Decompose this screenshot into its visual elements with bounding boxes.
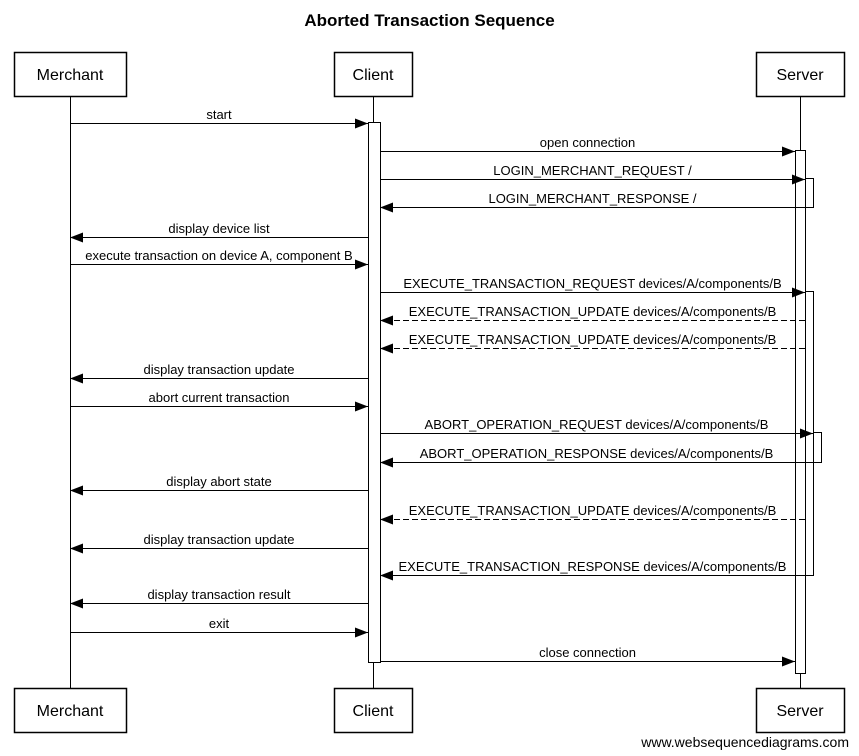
- activation-bar-client: [368, 122, 381, 663]
- actor-box-client-top: [333, 51, 414, 98]
- message-arrowhead-icon: [380, 315, 393, 326]
- activation-bar-server: [805, 178, 814, 208]
- message-label: open connection: [540, 135, 635, 150]
- message-label: display transaction update: [143, 532, 294, 547]
- actor-box-server-top: [755, 51, 846, 98]
- message-arrowhead-icon: [70, 232, 83, 243]
- message-label: display transaction result: [147, 587, 290, 602]
- watermark-text: www.websequencediagrams.com: [641, 734, 849, 750]
- message-label: close connection: [539, 645, 636, 660]
- message-arrowhead-icon: [800, 428, 813, 439]
- message-label: LOGIN_MERCHANT_RESPONSE /: [488, 191, 696, 206]
- message-arrowhead-icon: [355, 259, 368, 270]
- message-arrowhead-icon: [380, 514, 393, 525]
- message-arrowhead-icon: [70, 373, 83, 384]
- message-label: abort current transaction: [149, 390, 290, 405]
- message-label: ABORT_OPERATION_REQUEST devices/A/compon…: [425, 417, 769, 432]
- message-arrowhead-icon: [355, 627, 368, 638]
- actor-label-server-top: Server: [776, 67, 824, 84]
- message-label: EXECUTE_TRANSACTION_UPDATE devices/A/com…: [409, 304, 777, 319]
- message-label: execute transaction on device A, compone…: [85, 248, 352, 263]
- message-arrowhead-icon: [380, 570, 393, 581]
- actor-label-client-top: Client: [353, 67, 394, 84]
- message-arrowhead-icon: [355, 401, 368, 412]
- message-label: EXECUTE_TRANSACTION_RESPONSE devices/A/c…: [399, 559, 787, 574]
- actor-label-client-bottom: Client: [353, 703, 394, 720]
- message-label: exit: [209, 616, 230, 631]
- message-arrowhead-icon: [782, 656, 795, 667]
- actor-label-merchant-bottom: Merchant: [37, 703, 104, 720]
- message-arrowhead-icon: [792, 174, 805, 185]
- diagram-title: Aborted Transaction Sequence: [304, 11, 555, 30]
- message-arrowhead-icon: [380, 457, 393, 468]
- message-label: display device list: [168, 221, 270, 236]
- message-label: start: [206, 107, 232, 122]
- message-arrowhead-icon: [782, 146, 795, 157]
- message-label: EXECUTE_TRANSACTION_UPDATE devices/A/com…: [409, 503, 777, 518]
- actor-label-merchant-top: Merchant: [37, 67, 104, 84]
- actor-box-merchant-bottom: [13, 687, 128, 734]
- message-label: ABORT_OPERATION_RESPONSE devices/A/compo…: [420, 446, 774, 461]
- message-arrowhead-icon: [70, 543, 83, 554]
- message-label: display abort state: [166, 474, 272, 489]
- actor-box-server-bottom: [755, 687, 846, 734]
- message-label: EXECUTE_TRANSACTION_UPDATE devices/A/com…: [409, 332, 777, 347]
- actor-box-merchant-top: [13, 51, 128, 98]
- message-arrowhead-icon: [792, 287, 805, 298]
- message-arrowhead-icon: [380, 343, 393, 354]
- message-label: EXECUTE_TRANSACTION_REQUEST devices/A/co…: [403, 276, 781, 291]
- actor-label-server-bottom: Server: [776, 703, 824, 720]
- message-arrowhead-icon: [70, 485, 83, 496]
- activation-bar-server: [795, 150, 806, 674]
- activation-bar-server: [813, 432, 822, 463]
- message-arrowhead-icon: [380, 202, 393, 213]
- message-arrowhead-icon: [70, 598, 83, 609]
- message-arrowhead-icon: [355, 118, 368, 129]
- message-label: LOGIN_MERCHANT_REQUEST /: [493, 163, 692, 178]
- message-label: display transaction update: [143, 362, 294, 377]
- actor-box-client-bottom: [333, 687, 414, 734]
